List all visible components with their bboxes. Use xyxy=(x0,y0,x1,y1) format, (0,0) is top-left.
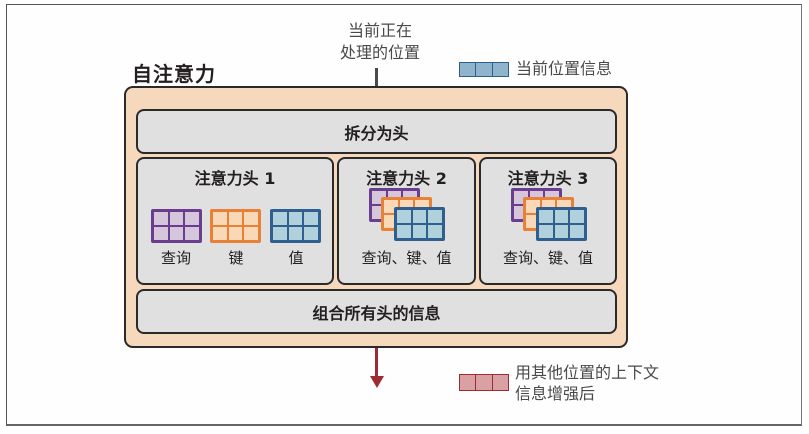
head-2-title: 注意力头 2 xyxy=(366,169,447,188)
value-matrix-stack-icon xyxy=(394,207,445,241)
legend-output-label: 用其他位置的上下文 信息增强后 xyxy=(515,362,659,404)
attention-head-3: 注意力头 3 查询、键、值 xyxy=(479,157,617,285)
key-matrix-icon xyxy=(210,209,261,243)
legend-output-line1: 用其他位置的上下文 xyxy=(515,363,660,382)
input-label-line1: 当前正在 xyxy=(347,21,412,40)
diagram-title: 自注意力 xyxy=(132,62,216,86)
split-into-heads-step: 拆分为头 xyxy=(136,109,617,154)
query-matrix-icon xyxy=(151,209,202,243)
legend-output-line2: 信息增强后 xyxy=(515,384,596,403)
key-label: 键 xyxy=(228,249,244,267)
value-matrix-icon xyxy=(270,209,321,243)
output-arrow-head-icon xyxy=(369,376,384,388)
output-arrow-shaft xyxy=(375,348,378,378)
combine-step-label: 组合所有头的信息 xyxy=(312,303,441,323)
input-position-label: 当前正在 处理的位置 xyxy=(323,20,437,64)
input-label-line2: 处理的位置 xyxy=(339,43,420,62)
combine-heads-step: 组合所有头的信息 xyxy=(136,289,617,334)
head-1-title: 注意力头 1 xyxy=(194,169,276,188)
attention-head-2: 注意力头 2 查询、键、值 xyxy=(337,157,476,285)
legend-current-label: 当前位置信息 xyxy=(516,59,613,78)
attention-head-1: 注意力头 1 查询 键 值 xyxy=(136,157,334,285)
value-matrix-stack-icon xyxy=(536,207,587,241)
head-2-caption: 查询、键、值 xyxy=(361,249,452,267)
input-arrow-shaft xyxy=(375,68,378,92)
value-label: 值 xyxy=(288,249,304,267)
query-label: 查询 xyxy=(160,249,191,267)
split-step-label: 拆分为头 xyxy=(344,123,409,143)
legend-output-swatch xyxy=(459,374,509,391)
head-3-title: 注意力头 3 xyxy=(507,169,589,188)
legend-current-swatch xyxy=(459,62,509,77)
head-3-caption: 查询、键、值 xyxy=(502,249,593,267)
